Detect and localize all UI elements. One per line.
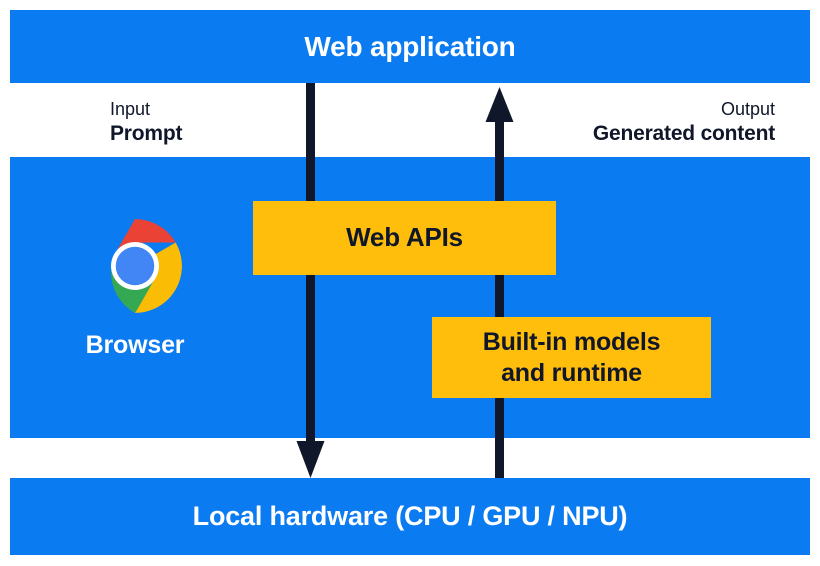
box-builtin-models[interactable]: Built-in models and runtime: [432, 317, 711, 398]
caption-input-value: Prompt: [110, 122, 183, 146]
box-web-apis[interactable]: Web APIs: [253, 201, 556, 275]
box-web-apis-label: Web APIs: [346, 222, 463, 253]
caption-input: Input Prompt: [110, 98, 183, 148]
box-builtin-models-line-1: Built-in models: [482, 328, 661, 356]
panel-web-application: Web application: [10, 10, 810, 83]
caption-output-kind: Output: [720, 99, 775, 119]
panel-web-application-label: Web application: [304, 31, 516, 62]
browser-identity-group: Browser: [55, 219, 215, 360]
panel-browser-label: Browser: [85, 331, 185, 359]
chrome-logo-icon: [111, 219, 182, 313]
box-builtin-models-line-2: and runtime: [501, 358, 642, 387]
panel-local-hardware-label: Local hardware (CPU / GPU / NPU): [192, 501, 628, 531]
caption-output-value: Generated content: [592, 122, 775, 146]
caption-output: Output Generated content: [593, 98, 775, 148]
box-builtin-models-label: Built-in models and runtime: [483, 327, 661, 388]
caption-input-kind: Input: [110, 99, 151, 119]
panel-local-hardware: Local hardware (CPU / GPU / NPU): [10, 478, 810, 555]
